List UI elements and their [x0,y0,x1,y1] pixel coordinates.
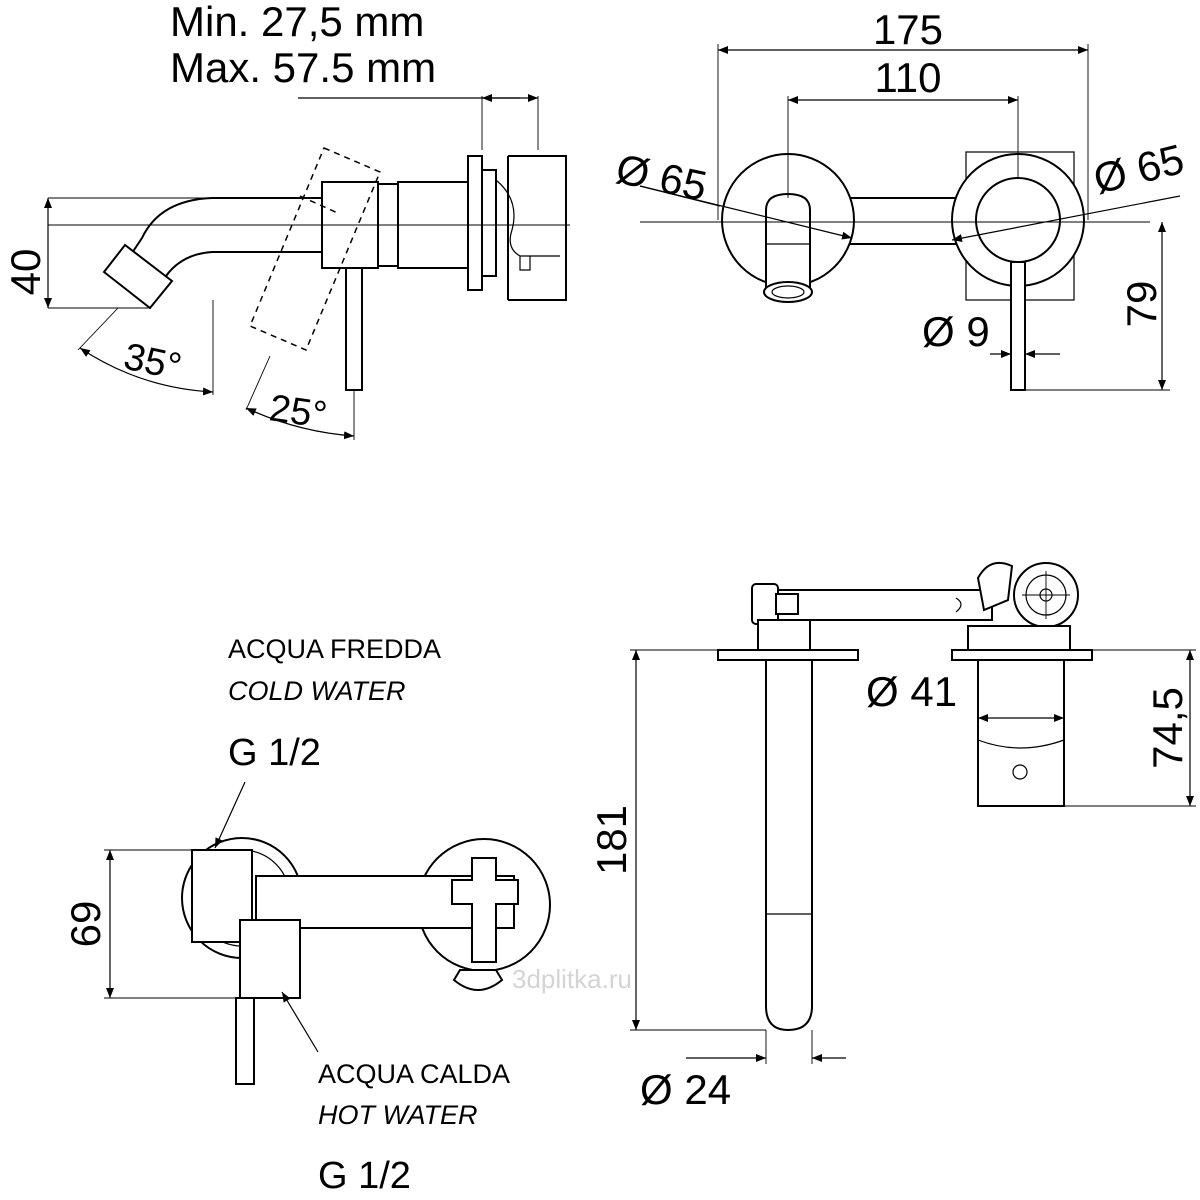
front-view: 175 110 Ø 65 Ø 65 Ø 9 79 [612,6,1189,391]
front-connector [839,197,959,245]
side-lever [345,267,363,391]
top-plate-right [951,649,1093,661]
front-aerator [763,281,813,303]
hot-water-label-it: ACQUA CALDA [318,1059,510,1089]
depth-min-label: Min. 27,5 mm [170,0,424,45]
top-knuckle [775,593,799,615]
lever-height-dim: 79 [1118,281,1165,328]
side-view: 40 35° 25° Min. 27,5 mm Max. 57.5 mm [2,0,570,440]
center-distance-dim: 110 [875,54,942,101]
spout-dia: Ø 24 [640,1066,731,1113]
front-lever [1010,261,1026,391]
rough-cross-fitting [451,857,519,963]
depth-max-label: Max. 57.5 mm [170,44,436,91]
lever-dia: Ø 9 [922,308,990,355]
top-cap-left [751,583,779,625]
overall-width-dim: 175 [873,6,943,53]
top-cartridge [977,659,1065,807]
rough-height-dim: 69 [62,901,109,948]
top-arm [777,589,993,621]
cold-thread-label: G 1/2 [228,732,321,774]
top-spout-tube [765,659,813,1032]
cartridge-depth-dim: 74,5 [1144,687,1191,769]
side-plate-back [481,169,497,277]
side-wall-box [507,155,567,301]
side-plate [467,155,483,291]
top-view: 181 Ø 41 74,5 Ø 24 [588,562,1196,1113]
rough-inlet-hot [239,919,301,999]
plate-right-dia: Ø 65 [1089,135,1189,203]
side-height-dim: 40 [2,249,49,296]
top-lever-hub [976,562,1014,612]
front-spout [765,192,811,289]
cold-water-label-en: COLD WATER [228,676,406,706]
rough-outlet [452,969,504,991]
hot-thread-label: G 1/2 [318,1155,411,1197]
lever-angle-dim: 25° [267,387,330,437]
top-neck-left [757,619,811,651]
spout-length-dim: 181 [588,805,635,875]
rough-in-view: 69 ACQUA FREDDA COLD WATER G 1/2 ACQUA C… [62,634,551,1197]
hot-water-label-en: HOT WATER [318,1100,478,1130]
spout-angle-dim: 35° [120,336,185,389]
top-plate-left [717,649,859,661]
cartridge-dia: Ø 41 [866,668,957,715]
watermark: 3dplitka.ru [512,964,632,994]
top-neck-right [967,625,1071,651]
side-lever-tilted [249,147,381,351]
cold-water-label-it: ACQUA FREDDA [228,634,441,664]
plate-left-dia: Ø 65 [612,145,711,210]
rough-lever [235,997,255,1085]
side-aerator [102,243,174,310]
